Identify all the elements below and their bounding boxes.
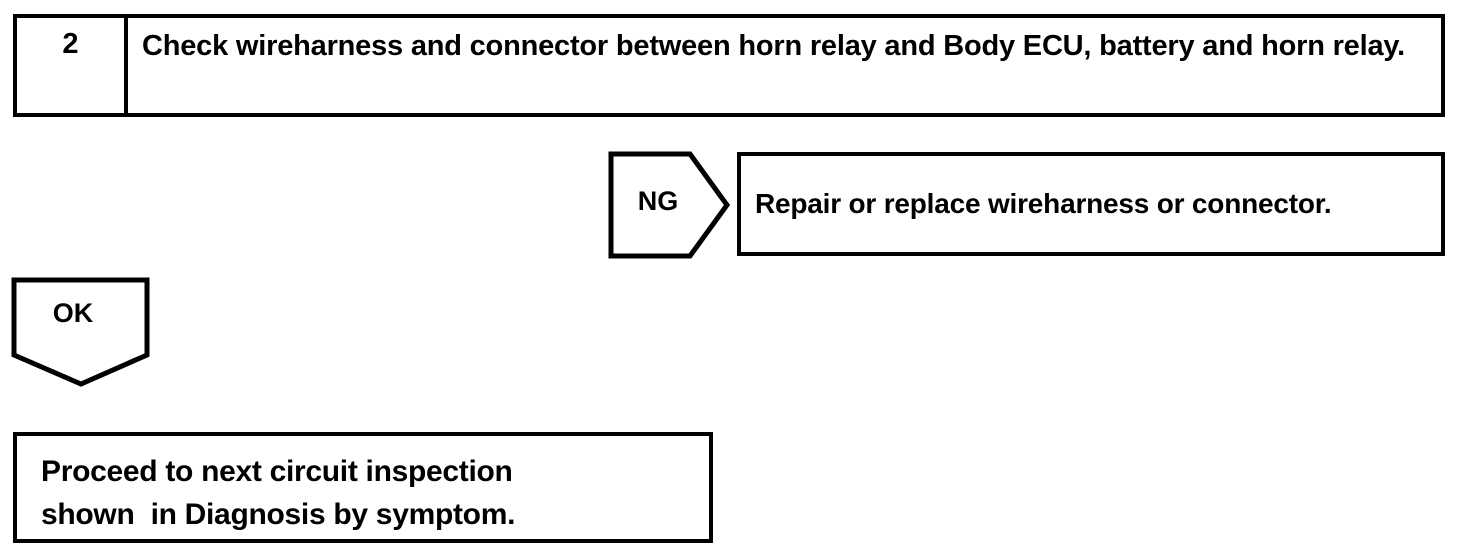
ng-arrow-shape [608,151,730,259]
ng-branch-label: NG [637,186,679,216]
step-number-cell: 2 [17,18,128,113]
ng-result-text: Repair or replace wireharness or connect… [755,187,1332,219]
step-2-box: 2 Check wireharness and connector betwee… [13,14,1445,117]
step-instruction-cell: Check wireharness and connector between … [128,18,1441,113]
step-instruction-text: Check wireharness and connector between … [142,30,1406,62]
ok-branch-label: OK [52,298,94,328]
ng-result-box: Repair or replace wireharness or connect… [737,152,1445,256]
ok-arrow-shape [11,277,151,387]
ok-result-box: Proceed to next circuit inspection shown… [13,432,713,543]
step-number: 2 [62,28,79,60]
ok-result-line-2: shown in Diagnosis by symptom. [41,497,516,531]
ok-result-line-1: Proceed to next circuit inspection [41,455,513,488]
